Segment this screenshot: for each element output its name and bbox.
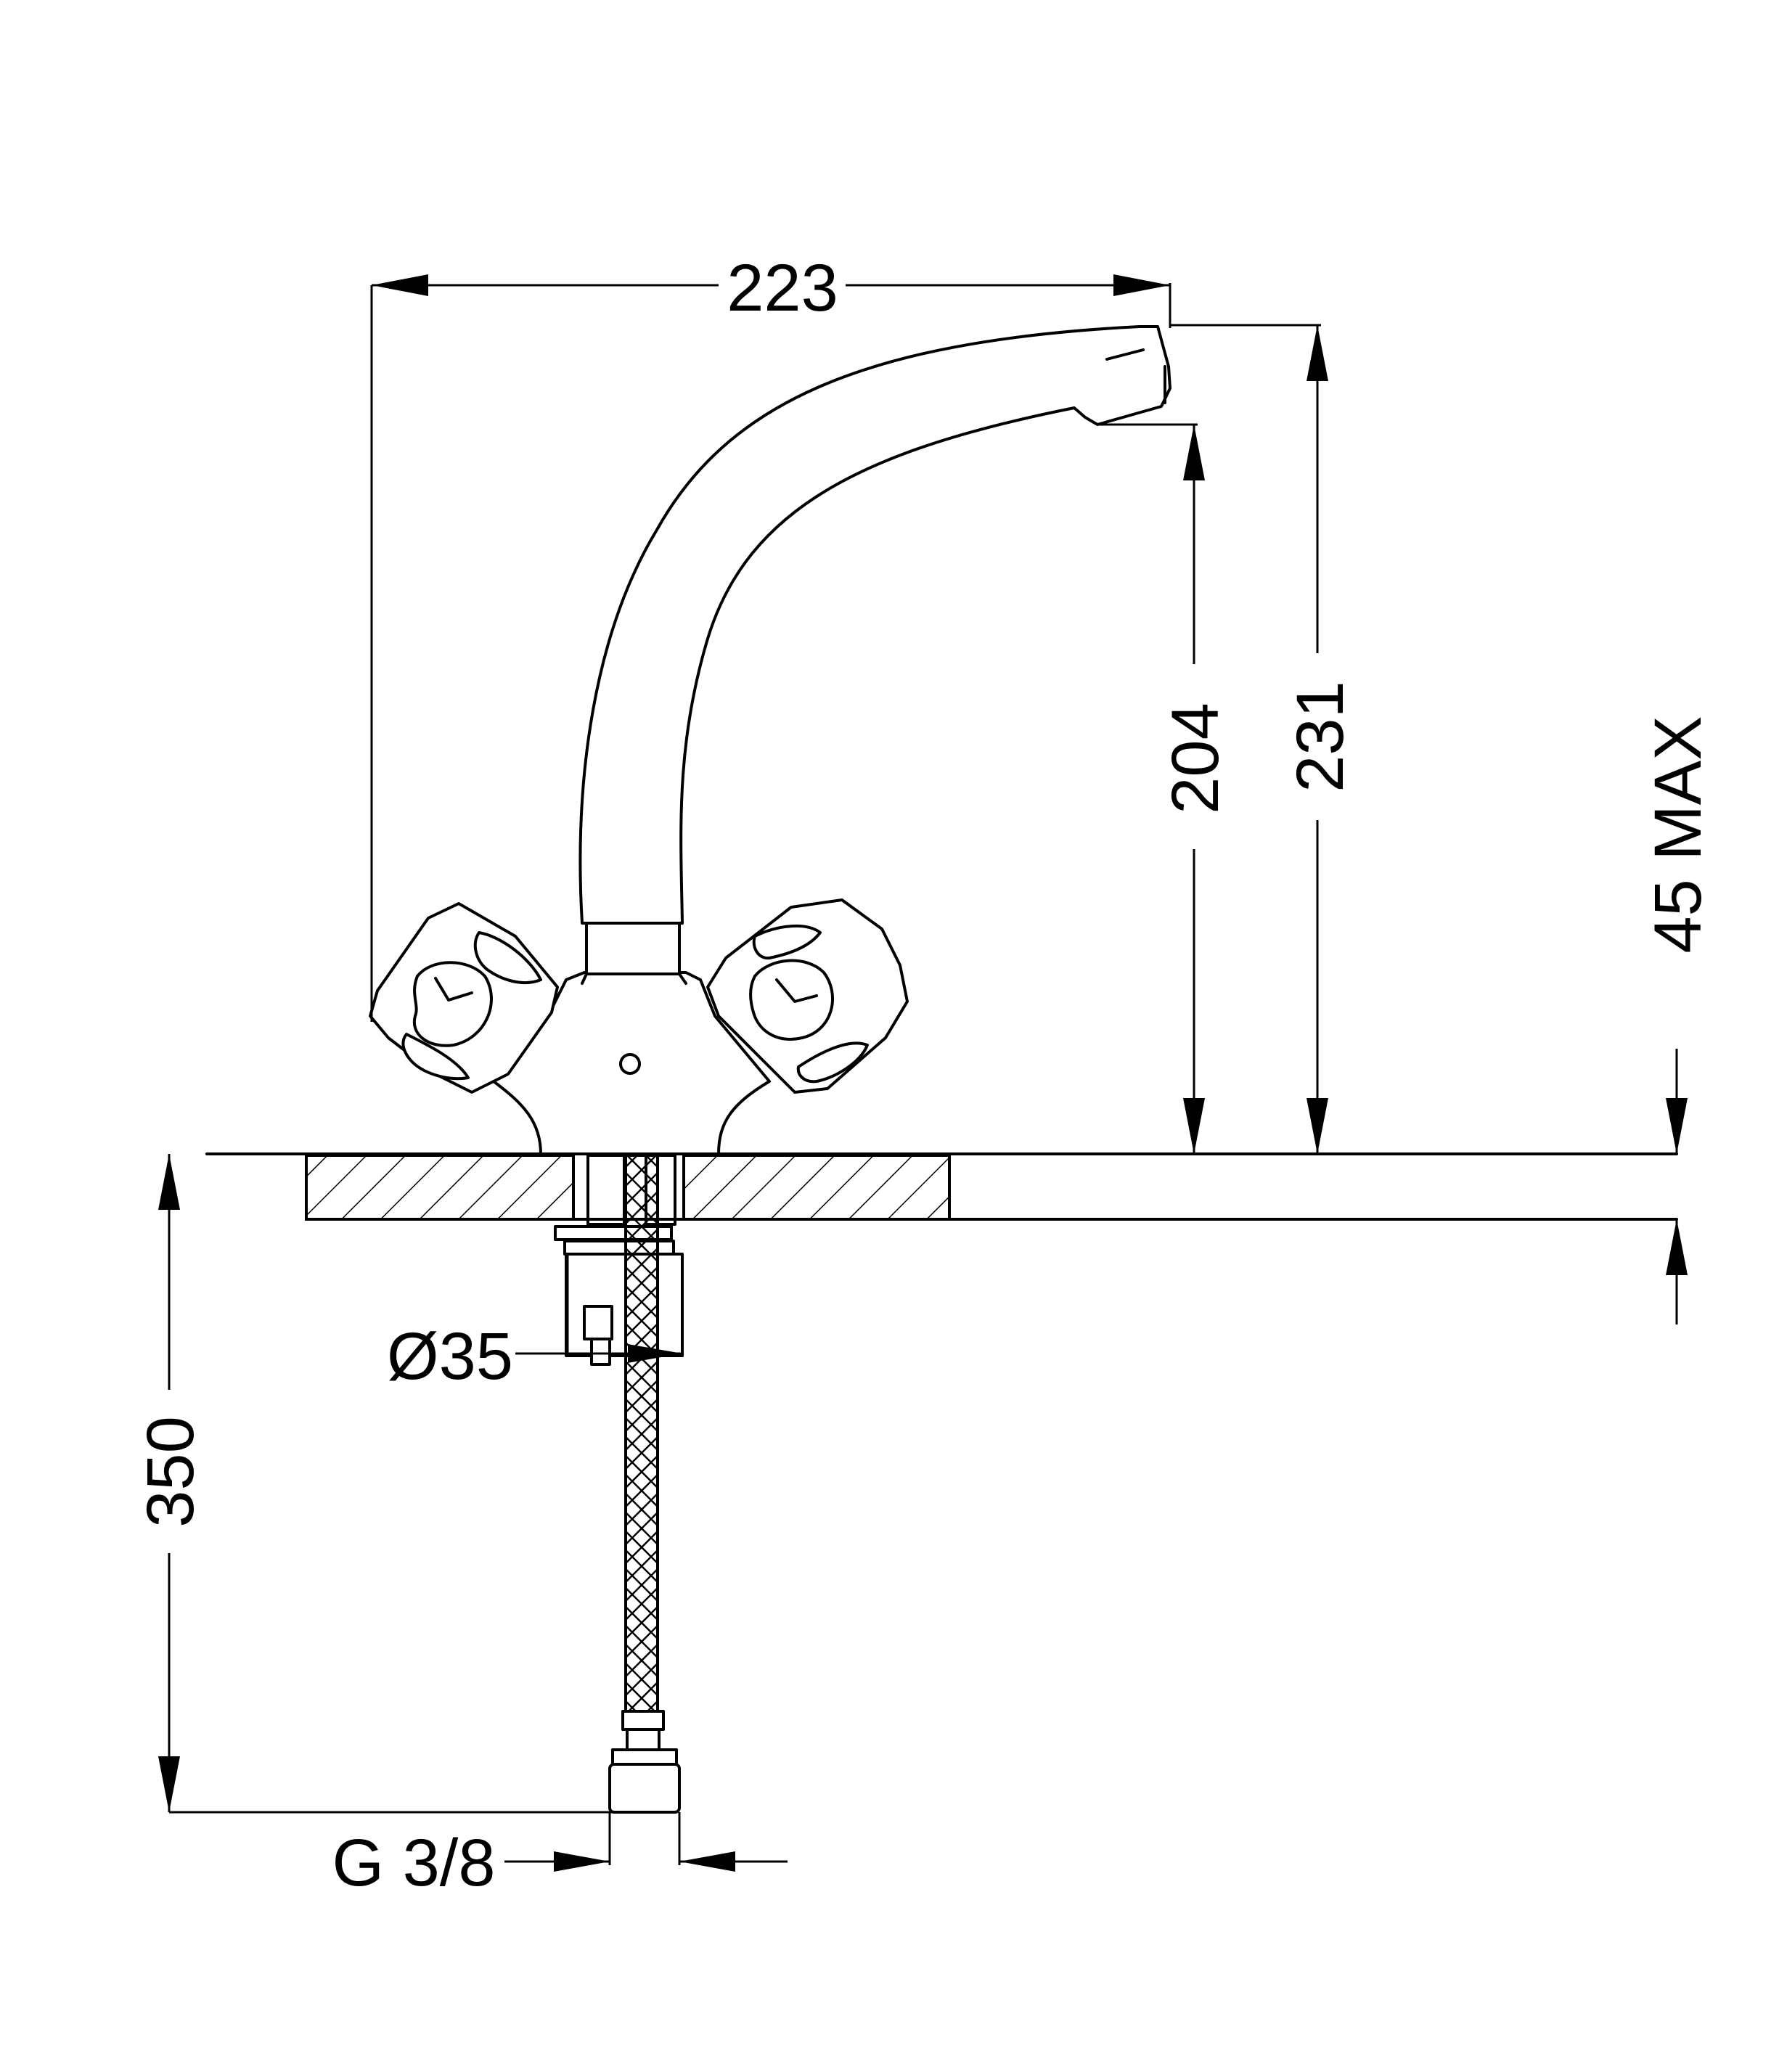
mixer-body bbox=[492, 971, 771, 1155]
spout bbox=[578, 325, 1171, 985]
dimension-label-connection-thread: G 3/8 bbox=[332, 1826, 495, 1900]
dimension-label-total-height: 231 bbox=[1283, 681, 1357, 793]
dimension-label-spout-reach: 223 bbox=[727, 251, 838, 325]
right-handle bbox=[706, 898, 909, 1094]
dimension-deck-thickness: 45 MAX bbox=[1641, 716, 1715, 1324]
dimension-label-hole-diameter: Ø35 bbox=[387, 1319, 513, 1393]
dimension-spout-reach: 223 bbox=[370, 251, 1171, 1022]
dimension-hose-length: 350 bbox=[134, 1154, 626, 1814]
countertop-section bbox=[205, 1152, 1678, 1221]
dimension-label-hose-length: 350 bbox=[134, 1416, 208, 1528]
flexible-hose bbox=[608, 1154, 681, 1814]
left-handle bbox=[369, 902, 559, 1094]
dimension-label-outlet-height: 204 bbox=[1158, 703, 1232, 814]
dimension-label-deck-thickness: 45 MAX bbox=[1641, 716, 1715, 953]
dimension-hole-diameter: Ø35 bbox=[387, 1254, 684, 1393]
dimension-total-height: 231 bbox=[1170, 324, 1357, 1154]
dimension-connection-thread: G 3/8 bbox=[332, 1812, 788, 1900]
dimension-outlet-height: 204 bbox=[1097, 423, 1232, 1154]
